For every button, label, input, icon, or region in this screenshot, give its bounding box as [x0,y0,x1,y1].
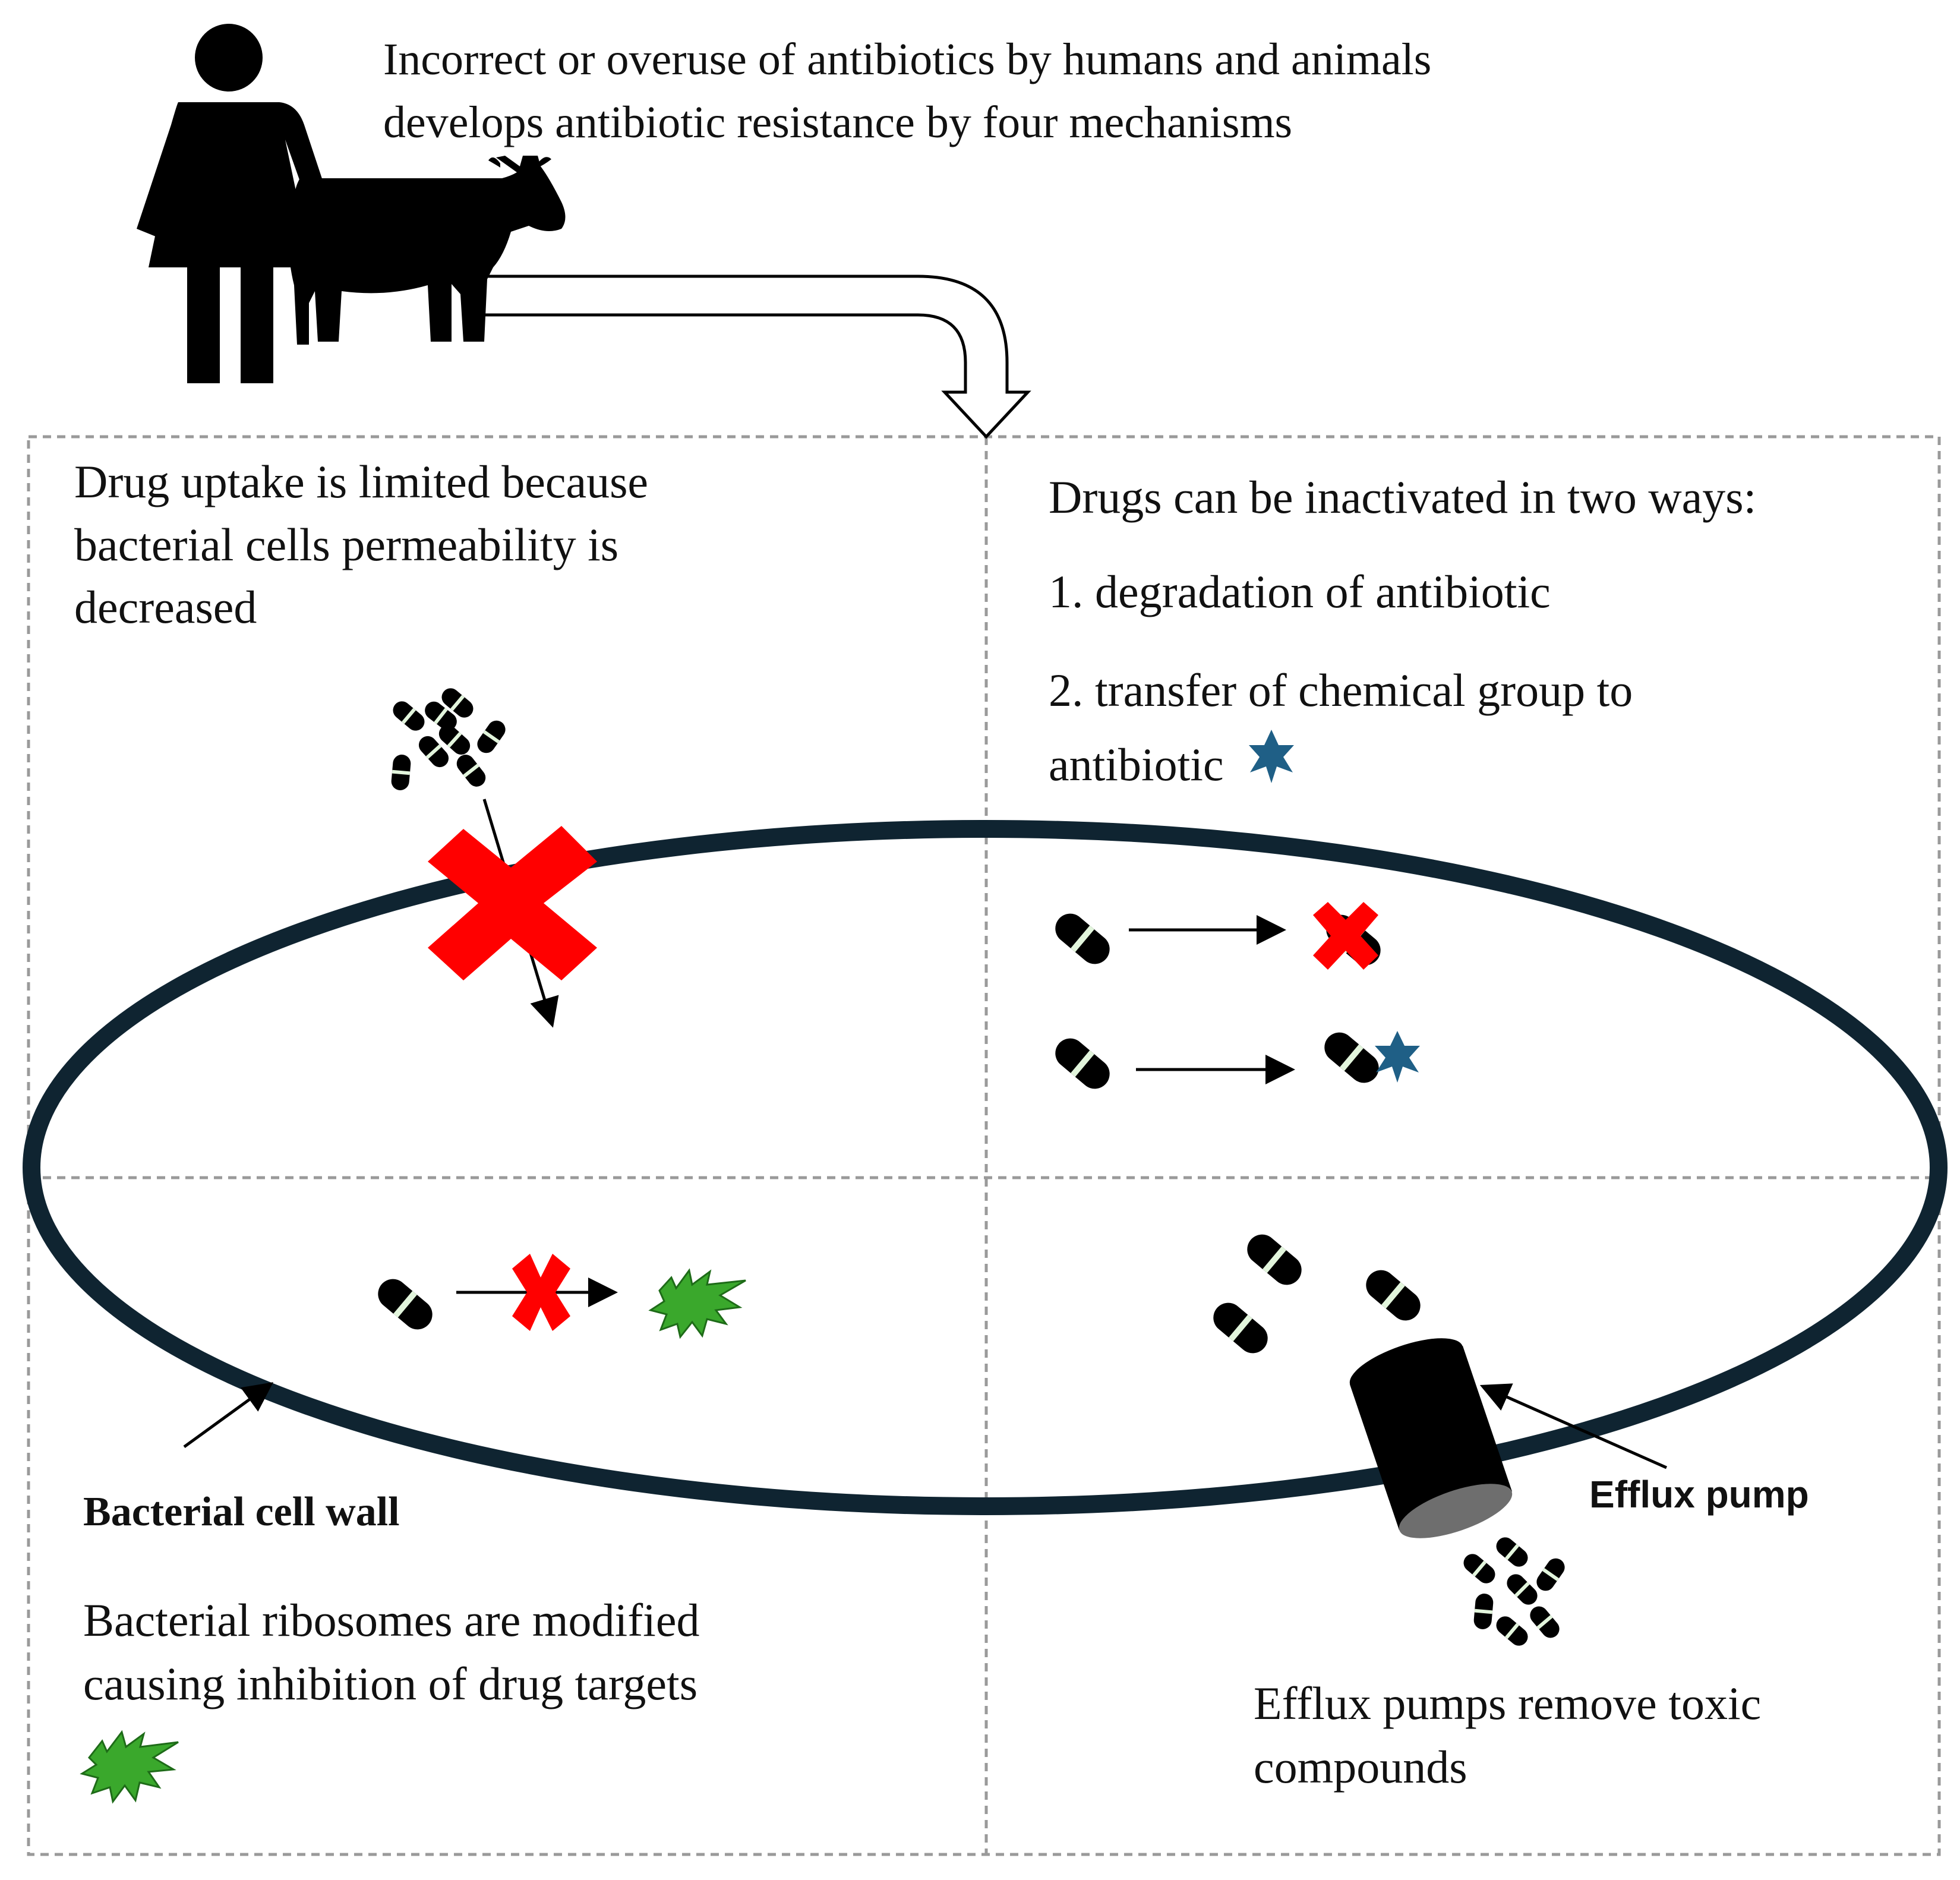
permeability-line-3: decreased [74,581,257,633]
efflux-pump-label: Efflux pump [1589,1473,1809,1516]
cell-wall-label: Bacterial cell wall [83,1489,400,1535]
star-icon-legend [1249,730,1294,783]
inactivation-heading: Drugs can be inactivated in two ways: [1049,471,1757,523]
cross-icon-target [512,1254,570,1331]
ribosome-line-1: Bacterial ribosomes are modified [83,1594,700,1646]
permeability-line-2: bacterial cells permeability is [74,519,619,570]
cross-icon-small [1313,902,1378,970]
cow-icon [289,156,566,345]
permeability-line-1: Drug uptake is limited because [74,456,649,507]
flow-arrow [480,275,1031,439]
ribosome-icon-legend [80,1730,179,1804]
header-line-2: develops antibiotic resistance by four m… [383,97,1293,147]
efflux-line-1: Efflux pumps remove toxic [1254,1677,1762,1729]
bacterial-cell-wall [23,820,1948,1515]
ribosome-line-2: causing inhibition of drug targets [83,1658,698,1709]
cross-icon [428,826,597,980]
star-icon [1375,1031,1420,1083]
expelled-capsules [1460,1534,1568,1649]
inactivation-item-2-line-2: antibiotic [1049,739,1224,790]
efflux-pump-icon [1349,1338,1513,1538]
person-icon [137,24,339,383]
header-line-1: Incorrect or overuse of antibiotics by h… [383,34,1432,84]
entering-capsules [389,685,509,791]
inactivation-item-1: 1. degradation of antibiotic [1049,566,1551,617]
inactivation-item-2-line-1: 2. transfer of chemical group to [1049,664,1633,716]
ribosome-icon [648,1268,746,1339]
capsule-icon [1049,907,1116,970]
efflux-line-2: compounds [1254,1741,1467,1793]
